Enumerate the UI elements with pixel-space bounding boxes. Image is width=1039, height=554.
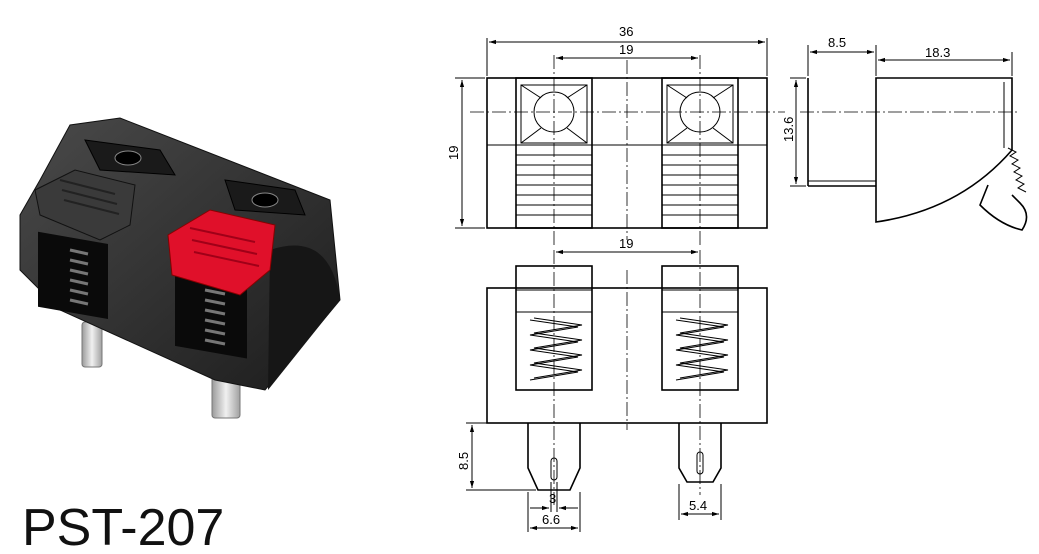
dim-side-offset: 8.5 <box>828 35 846 50</box>
dim-side-depth: 18.3 <box>925 45 950 60</box>
spring-left <box>69 248 89 306</box>
dim-pin-slot: 3 <box>549 491 556 506</box>
dim-top-width: 36 <box>619 24 633 39</box>
dim-top-pitch: 19 <box>619 42 633 57</box>
dim-pin2-width: 5.4 <box>689 498 707 513</box>
spring-right <box>204 288 226 346</box>
dim-side-height: 13.6 <box>781 117 796 142</box>
dim-top-height: 19 <box>446 146 461 160</box>
lever-red <box>167 209 276 296</box>
body-front-face <box>268 245 340 390</box>
pin-left <box>81 321 103 368</box>
screw-hole-right <box>251 192 279 208</box>
dim-pin-length: 8.5 <box>456 452 471 470</box>
dim-front-pitch: 19 <box>619 236 633 251</box>
dim-pin-width: 6.6 <box>542 512 560 527</box>
product-photo: PST-207 <box>19 117 341 554</box>
spring-opening-left <box>38 231 108 320</box>
top-view-drawing: 36 19 19 <box>446 24 785 245</box>
model-number: PST-207 <box>22 499 224 554</box>
front-view-drawing: 19 8.5 3 6.6 5.4 <box>456 236 768 532</box>
side-view-drawing: 8.5 18.3 13.6 <box>781 35 1028 231</box>
screw-hole-left <box>114 150 142 166</box>
